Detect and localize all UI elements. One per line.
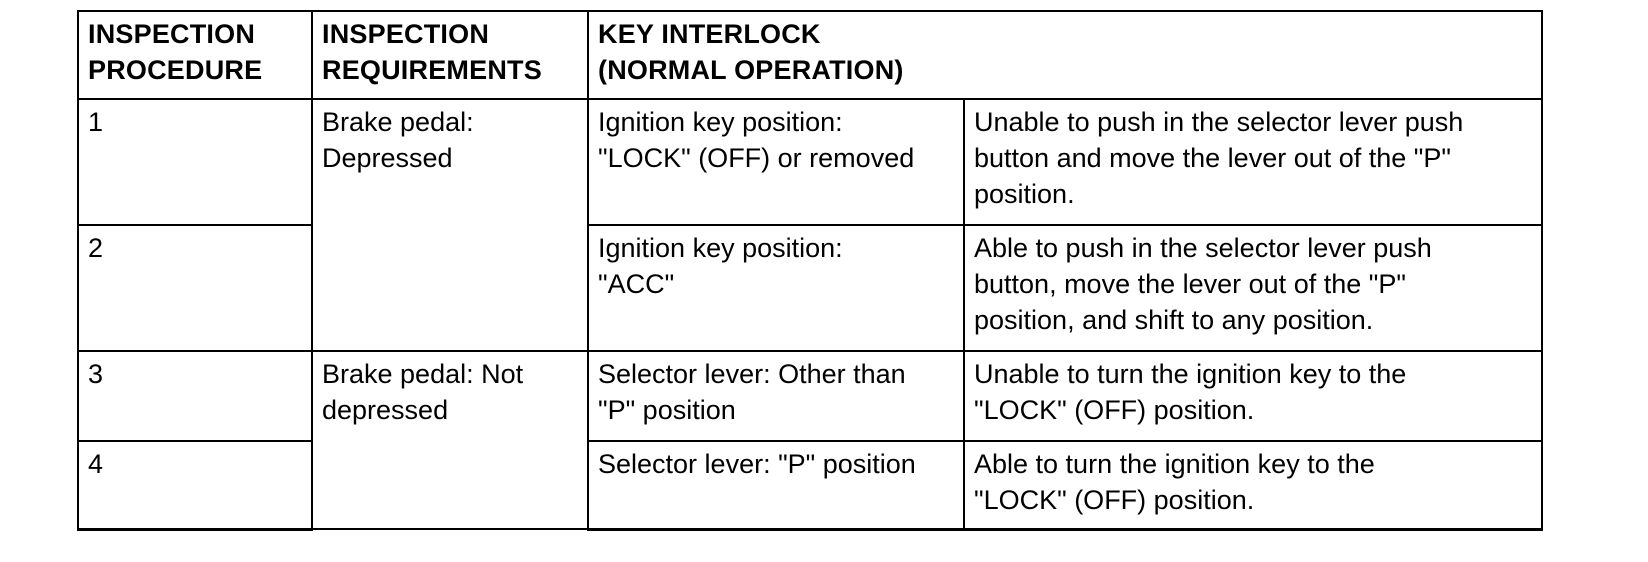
result-cell: Unable to push in the selector lever pus… [963,98,1543,226]
table-header-row: INSPECTION PROCEDURE INSPECTION REQUIREM… [77,10,1543,100]
requirement-cell: Brake pedal: Not depressed [311,350,589,530]
procedure-number-cell: 1 [77,98,313,226]
requirement-cell: Brake pedal: Depressed [311,98,589,352]
condition-cell: Ignition key position: "ACC" [587,224,965,352]
table-row: 4 Selector lever: "P" position Able to t… [77,440,1543,531]
result-cell: Unable to turn the ignition key to the "… [963,350,1543,442]
header-inspection-procedure: INSPECTION PROCEDURE [77,10,313,100]
procedure-number-cell: 4 [77,440,313,531]
condition-cell: Ignition key position: "LOCK" (OFF) or r… [587,98,965,226]
procedure-number-cell: 3 [77,350,313,442]
header-key-interlock: KEY INTERLOCK (NORMAL OPERATION) [587,10,1543,100]
procedure-number-cell: 2 [77,224,313,352]
table-row: 3 Brake pedal: Not depressed Selector le… [77,350,1543,530]
key-interlock-inspection-table: INSPECTION PROCEDURE INSPECTION REQUIREM… [77,10,1543,531]
table-row: 2 Ignition key position: "ACC" Able to p… [77,224,1543,352]
result-cell: Able to push in the selector lever push … [963,224,1543,352]
condition-cell: Selector lever: "P" position [587,440,965,531]
condition-cell: Selector lever: Other than "P" position [587,350,965,442]
table-row: 1 Brake pedal: Depressed Ignition key po… [77,98,1543,352]
result-cell: Able to turn the ignition key to the "LO… [963,440,1543,531]
header-inspection-requirements: INSPECTION REQUIREMENTS [311,10,589,100]
